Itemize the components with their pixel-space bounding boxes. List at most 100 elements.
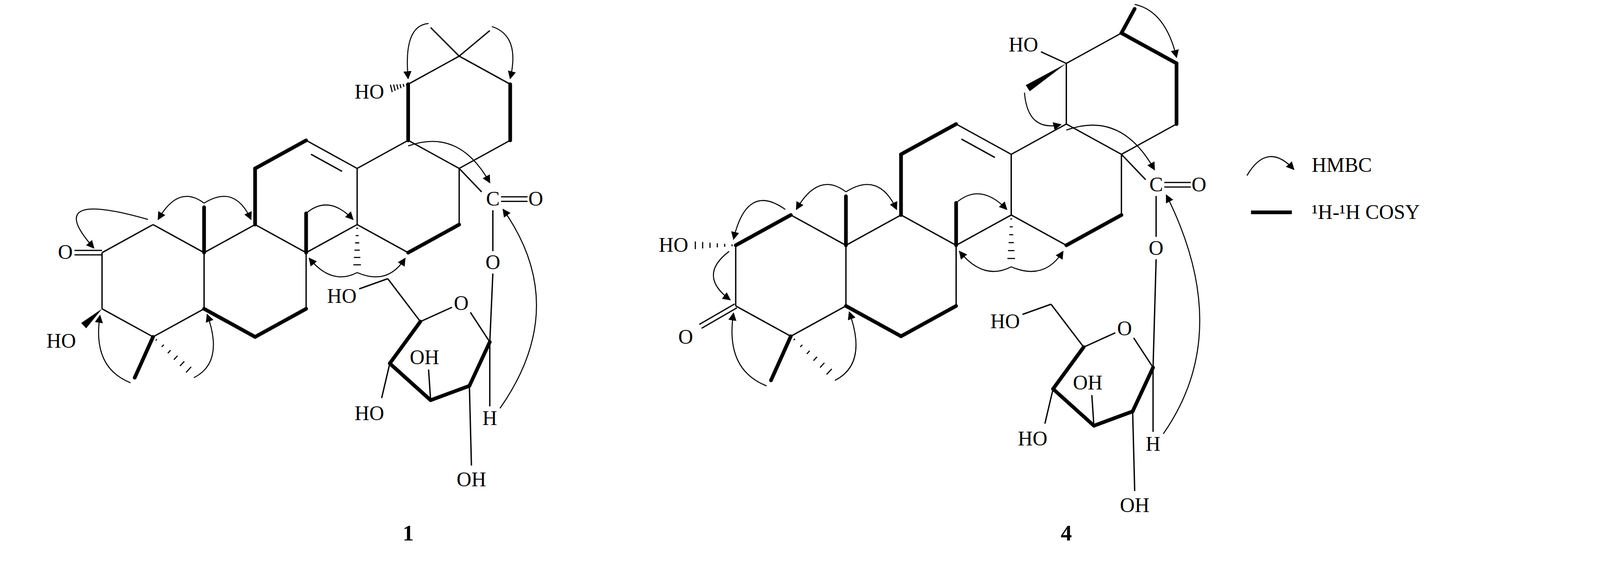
compound-number: 4 [1060,521,1073,545]
ring-bond [735,306,791,337]
cosy-bond [1053,389,1095,426]
hmbc-arrow [845,184,897,210]
substituent-bond [353,228,361,265]
hmbc-arrow [713,251,731,300]
hmbc-arrow [955,193,1007,210]
substituent-bond [1121,154,1147,180]
ester-bond [492,210,494,252]
hmbc-arrow [76,209,148,249]
ring-bond [790,214,846,246]
hmbc-arrow [98,315,131,383]
ester-bond [1153,259,1157,368]
atom-label: O [57,242,73,263]
ring-bond [306,224,358,253]
compound-number: 1 [401,521,414,545]
hmbc-arrow [357,258,406,278]
sugar-bond [1044,389,1053,424]
ring-bond [203,224,255,253]
ring-bond [845,214,901,246]
ring-bond [305,252,307,309]
hmbc-arrow [1066,125,1155,171]
sugar-bond [1050,304,1084,348]
ring-bond [955,214,1011,246]
atom-label: O [1116,318,1133,339]
cosy-bond [469,342,490,387]
ring-bond [459,55,511,84]
sugar-bond [387,278,421,323]
hmbc-arrow [500,209,537,409]
sugar-bond [470,312,490,343]
hmbc-arrow [193,314,214,379]
hmbc-arrow [796,184,847,210]
sugar-bond [420,307,452,322]
ring-bond [254,224,307,253]
sugar-bond [359,278,388,290]
substituent-bond [1121,8,1135,34]
substituent-bond [459,30,490,56]
ring-bond [102,224,154,253]
hmbc-arrow [203,196,251,220]
sugar-bond [489,342,491,407]
legend-samples [1246,156,1294,213]
double-bond-line [310,154,343,172]
ring-bond [735,245,737,307]
sugar-bond [428,369,431,401]
atom-label: OH [1072,372,1103,394]
sugar-bond [1091,395,1095,426]
atom-label: H [481,408,498,429]
hmbc-arrow [407,23,429,79]
ring-bond [1011,123,1067,155]
atom-label: OH [456,469,487,490]
ring-bond [1066,32,1122,64]
cosy-bond [845,306,901,337]
legend-text: HMBC [1311,155,1373,176]
compound-structure [74,23,537,466]
atom-label: O [677,326,694,348]
cosy-bond [899,154,903,216]
atom-label: O [453,293,470,314]
hmbc-arrow [158,196,204,220]
hmbc-arrow [1134,4,1177,58]
atom-label: HO [354,403,385,424]
ring-bond [790,306,846,337]
hmbc-arrow [1163,195,1200,434]
hmbc-arrow [835,312,857,381]
substituent-bond [74,250,103,255]
hmbc-arrow [408,141,490,183]
substituent-bond [699,304,737,329]
substituent-bond [459,168,482,192]
atom-label: O [1191,174,1207,196]
hmbc-arrow [306,205,354,220]
cosy-bond [254,308,307,337]
ring-bond [357,224,409,253]
hmbc-arrow [732,313,767,387]
sugar-bond [1152,367,1154,433]
ring-bond [955,123,1011,155]
substituent-bond [1025,63,1067,92]
substituent-bond [304,213,308,253]
cosy-bond [735,214,791,246]
substituent-bond [1041,51,1067,64]
ring-bond [306,140,358,169]
legend-hmbc-sample [1246,156,1294,176]
hmbc-arrow [309,258,358,278]
cosy-bond [408,224,460,253]
ring-bond [1065,63,1067,125]
substituent-bond [771,336,792,381]
hmbc-arrow [959,251,1012,272]
atom-label: O [485,252,501,273]
sugar-bond [1022,304,1051,315]
substituent-bond [954,202,958,246]
ring-bond [356,168,359,225]
cosy-bond [253,168,257,225]
substituent-bond [843,196,848,246]
cosy-bond [406,84,410,141]
ring-bond [458,168,460,225]
substituent-bond [202,207,206,253]
hmbc-arrow [491,26,513,79]
substituent-bond [390,83,407,93]
carbonyl-bond [501,196,528,202]
atom-label: HO [658,234,689,256]
